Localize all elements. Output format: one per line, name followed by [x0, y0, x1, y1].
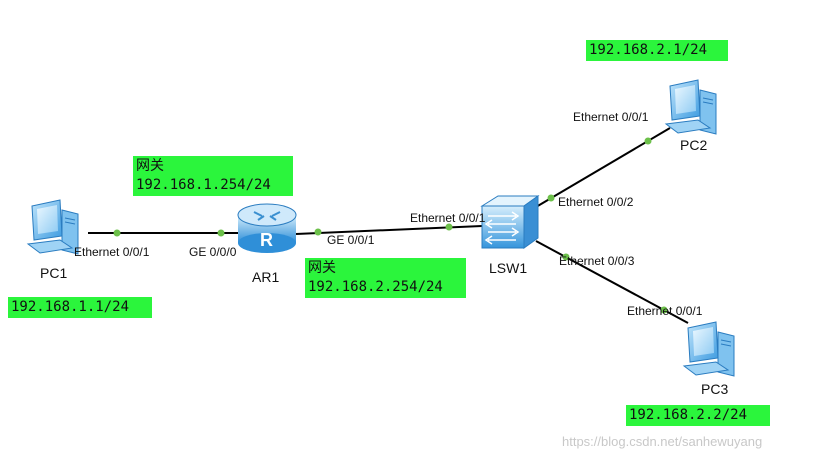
- pc3-label: PC3: [701, 381, 728, 397]
- port-label-pc1-eth: Ethernet 0/0/1: [74, 245, 150, 259]
- pc3-icon: [683, 321, 735, 377]
- gateway-ip-2: 192.168.2.254/24: [308, 279, 443, 295]
- ar1-label: AR1: [252, 269, 279, 285]
- gateway-title-1: 网关: [136, 158, 164, 174]
- port-dot-pc2: [644, 137, 652, 145]
- ip-pc1: 192.168.1.1/24: [11, 299, 130, 315]
- ip-pc3: 192.168.2.2/24: [629, 407, 748, 423]
- port-dot-ar1-ge000: [217, 229, 225, 237]
- pc2-device[interactable]: [665, 79, 717, 135]
- ip-label-pc1: 192.168.1.1/24: [8, 297, 152, 318]
- port-label-ar1-ge000: GE 0/0/0: [189, 245, 237, 259]
- switch-icon: [480, 195, 540, 249]
- port-label-pc2-eth: Ethernet 0/0/1: [573, 110, 649, 124]
- port-dot-lsw1-eth003: [562, 253, 570, 261]
- pc1-icon: [27, 199, 79, 255]
- gateway-label-2: 网关 192.168.2.254/24: [305, 258, 466, 298]
- lsw1-device[interactable]: [480, 195, 540, 249]
- ip-pc2: 192.168.2.1/24: [589, 42, 708, 58]
- port-label-ar1-ge001: GE 0/0/1: [327, 233, 375, 247]
- port-label-lsw1-eth002: Ethernet 0/0/2: [558, 195, 634, 209]
- port-label-lsw1-eth001: Ethernet 0/0/1: [410, 211, 486, 225]
- gateway-label-1: 网关 192.168.1.254/24: [133, 156, 293, 196]
- lsw1-label: LSW1: [489, 260, 527, 276]
- port-label-lsw1-eth003: Ethernet 0/0/3: [559, 254, 635, 268]
- ip-label-pc2: 192.168.2.1/24: [586, 40, 728, 61]
- pc2-icon: [665, 79, 717, 135]
- port-label-pc3-eth: Ethernet 0/0/1: [627, 304, 703, 318]
- pc1-label: PC1: [40, 265, 67, 281]
- gateway-title-2: 网关: [308, 260, 336, 276]
- svg-text:R: R: [260, 230, 273, 250]
- port-dot-pc1: [113, 229, 121, 237]
- ar1-device[interactable]: R: [237, 203, 297, 253]
- link-ar1-lsw1: [295, 225, 483, 235]
- pc2-label: PC2: [680, 137, 707, 153]
- port-indicators: [113, 137, 668, 314]
- watermark-text: https://blog.csdn.net/sanhewuyang: [562, 434, 763, 449]
- port-dot-ar1-ge001: [314, 228, 322, 236]
- ip-label-pc3: 192.168.2.2/24: [626, 405, 770, 426]
- port-dot-lsw1-eth001: [445, 223, 453, 231]
- router-icon: R: [237, 203, 297, 253]
- pc1-device[interactable]: [27, 199, 79, 255]
- port-dot-lsw1-eth002: [547, 194, 555, 202]
- gateway-ip-1: 192.168.1.254/24: [136, 177, 271, 193]
- pc3-device[interactable]: [683, 321, 735, 377]
- port-dot-pc3: [660, 306, 668, 314]
